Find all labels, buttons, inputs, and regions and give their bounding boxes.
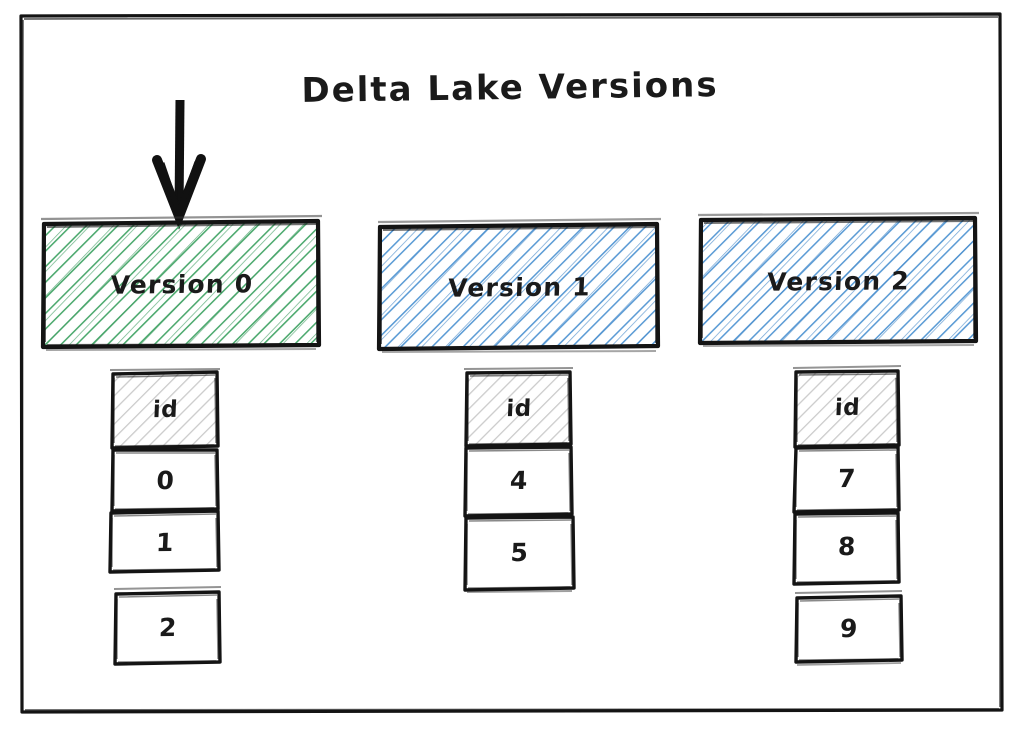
table-cell: 9 — [839, 613, 859, 644]
table-header-id-0: id — [152, 396, 179, 424]
table-cell: 1 — [155, 527, 175, 558]
version-label-2: Version 2 — [766, 266, 911, 297]
table-cell: 8 — [837, 531, 857, 562]
table-header-id-1: id — [505, 395, 533, 423]
table-cell: 5 — [509, 537, 530, 568]
table-header-id-2: id — [834, 394, 861, 422]
table-cell: 7 — [837, 463, 857, 494]
table-cell: 4 — [509, 465, 529, 496]
page-title: Delta Lake Versions — [301, 65, 719, 111]
version-label-1: Version 1 — [447, 272, 592, 303]
table-cell: 2 — [158, 612, 178, 643]
table-cell: 0 — [155, 465, 176, 496]
outer-frame — [19, 12, 1004, 714]
version-label-0: Version 0 — [110, 269, 254, 300]
down-arrow-icon — [152, 99, 206, 230]
